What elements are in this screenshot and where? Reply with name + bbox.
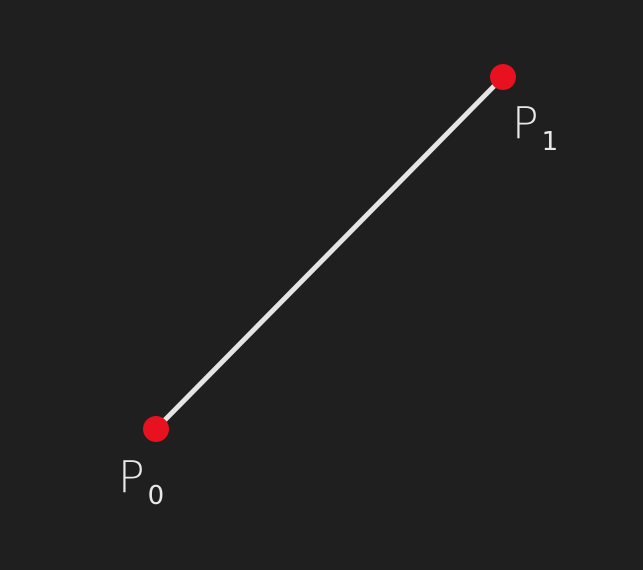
point-p0[interactable] xyxy=(143,416,169,442)
label-p1-subscript: 1 xyxy=(542,127,559,157)
segment-p0-p1 xyxy=(153,74,506,432)
label-p0-letter: P xyxy=(118,452,145,503)
label-p0-subscript: 0 xyxy=(148,481,165,511)
point-p1[interactable] xyxy=(490,64,516,90)
label-p1: P 1 xyxy=(512,98,558,157)
label-p1-letter: P xyxy=(512,98,539,149)
label-p0: P 0 xyxy=(118,452,164,511)
